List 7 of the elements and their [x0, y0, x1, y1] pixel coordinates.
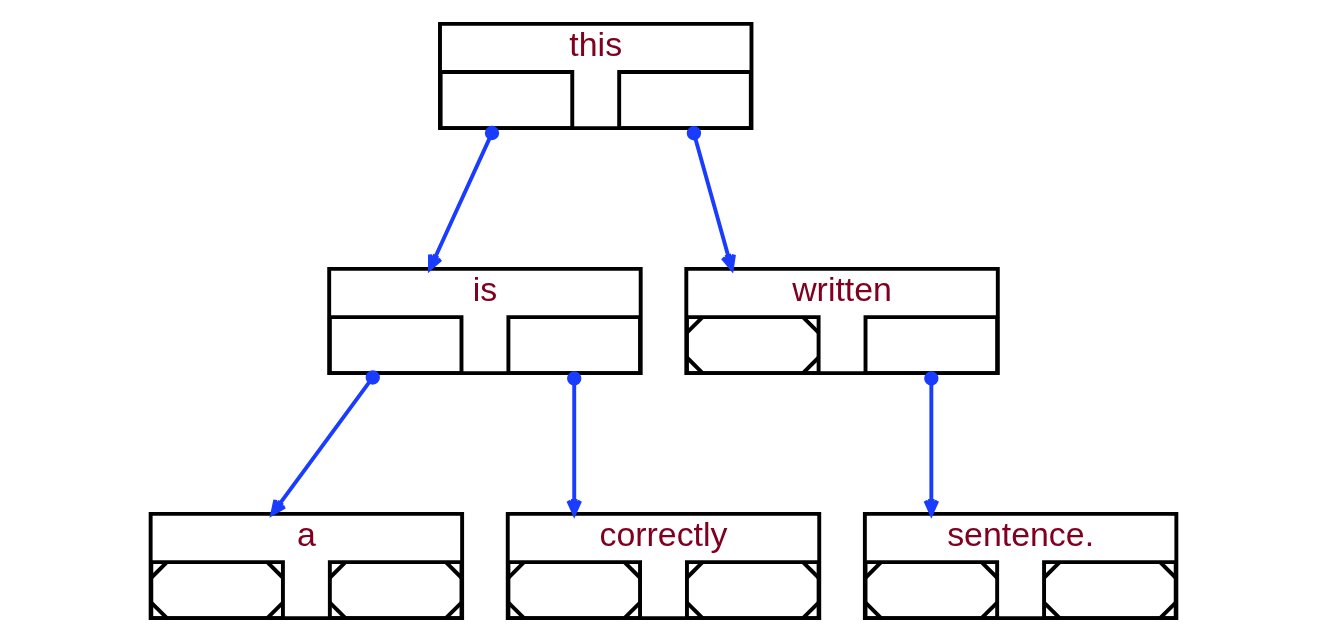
arrow — [427, 125, 499, 271]
node-box — [327, 315, 463, 376]
arrow — [686, 126, 736, 271]
arrow — [923, 371, 939, 516]
node-box — [863, 315, 999, 376]
arrow — [565, 371, 582, 516]
arrow — [269, 370, 380, 516]
